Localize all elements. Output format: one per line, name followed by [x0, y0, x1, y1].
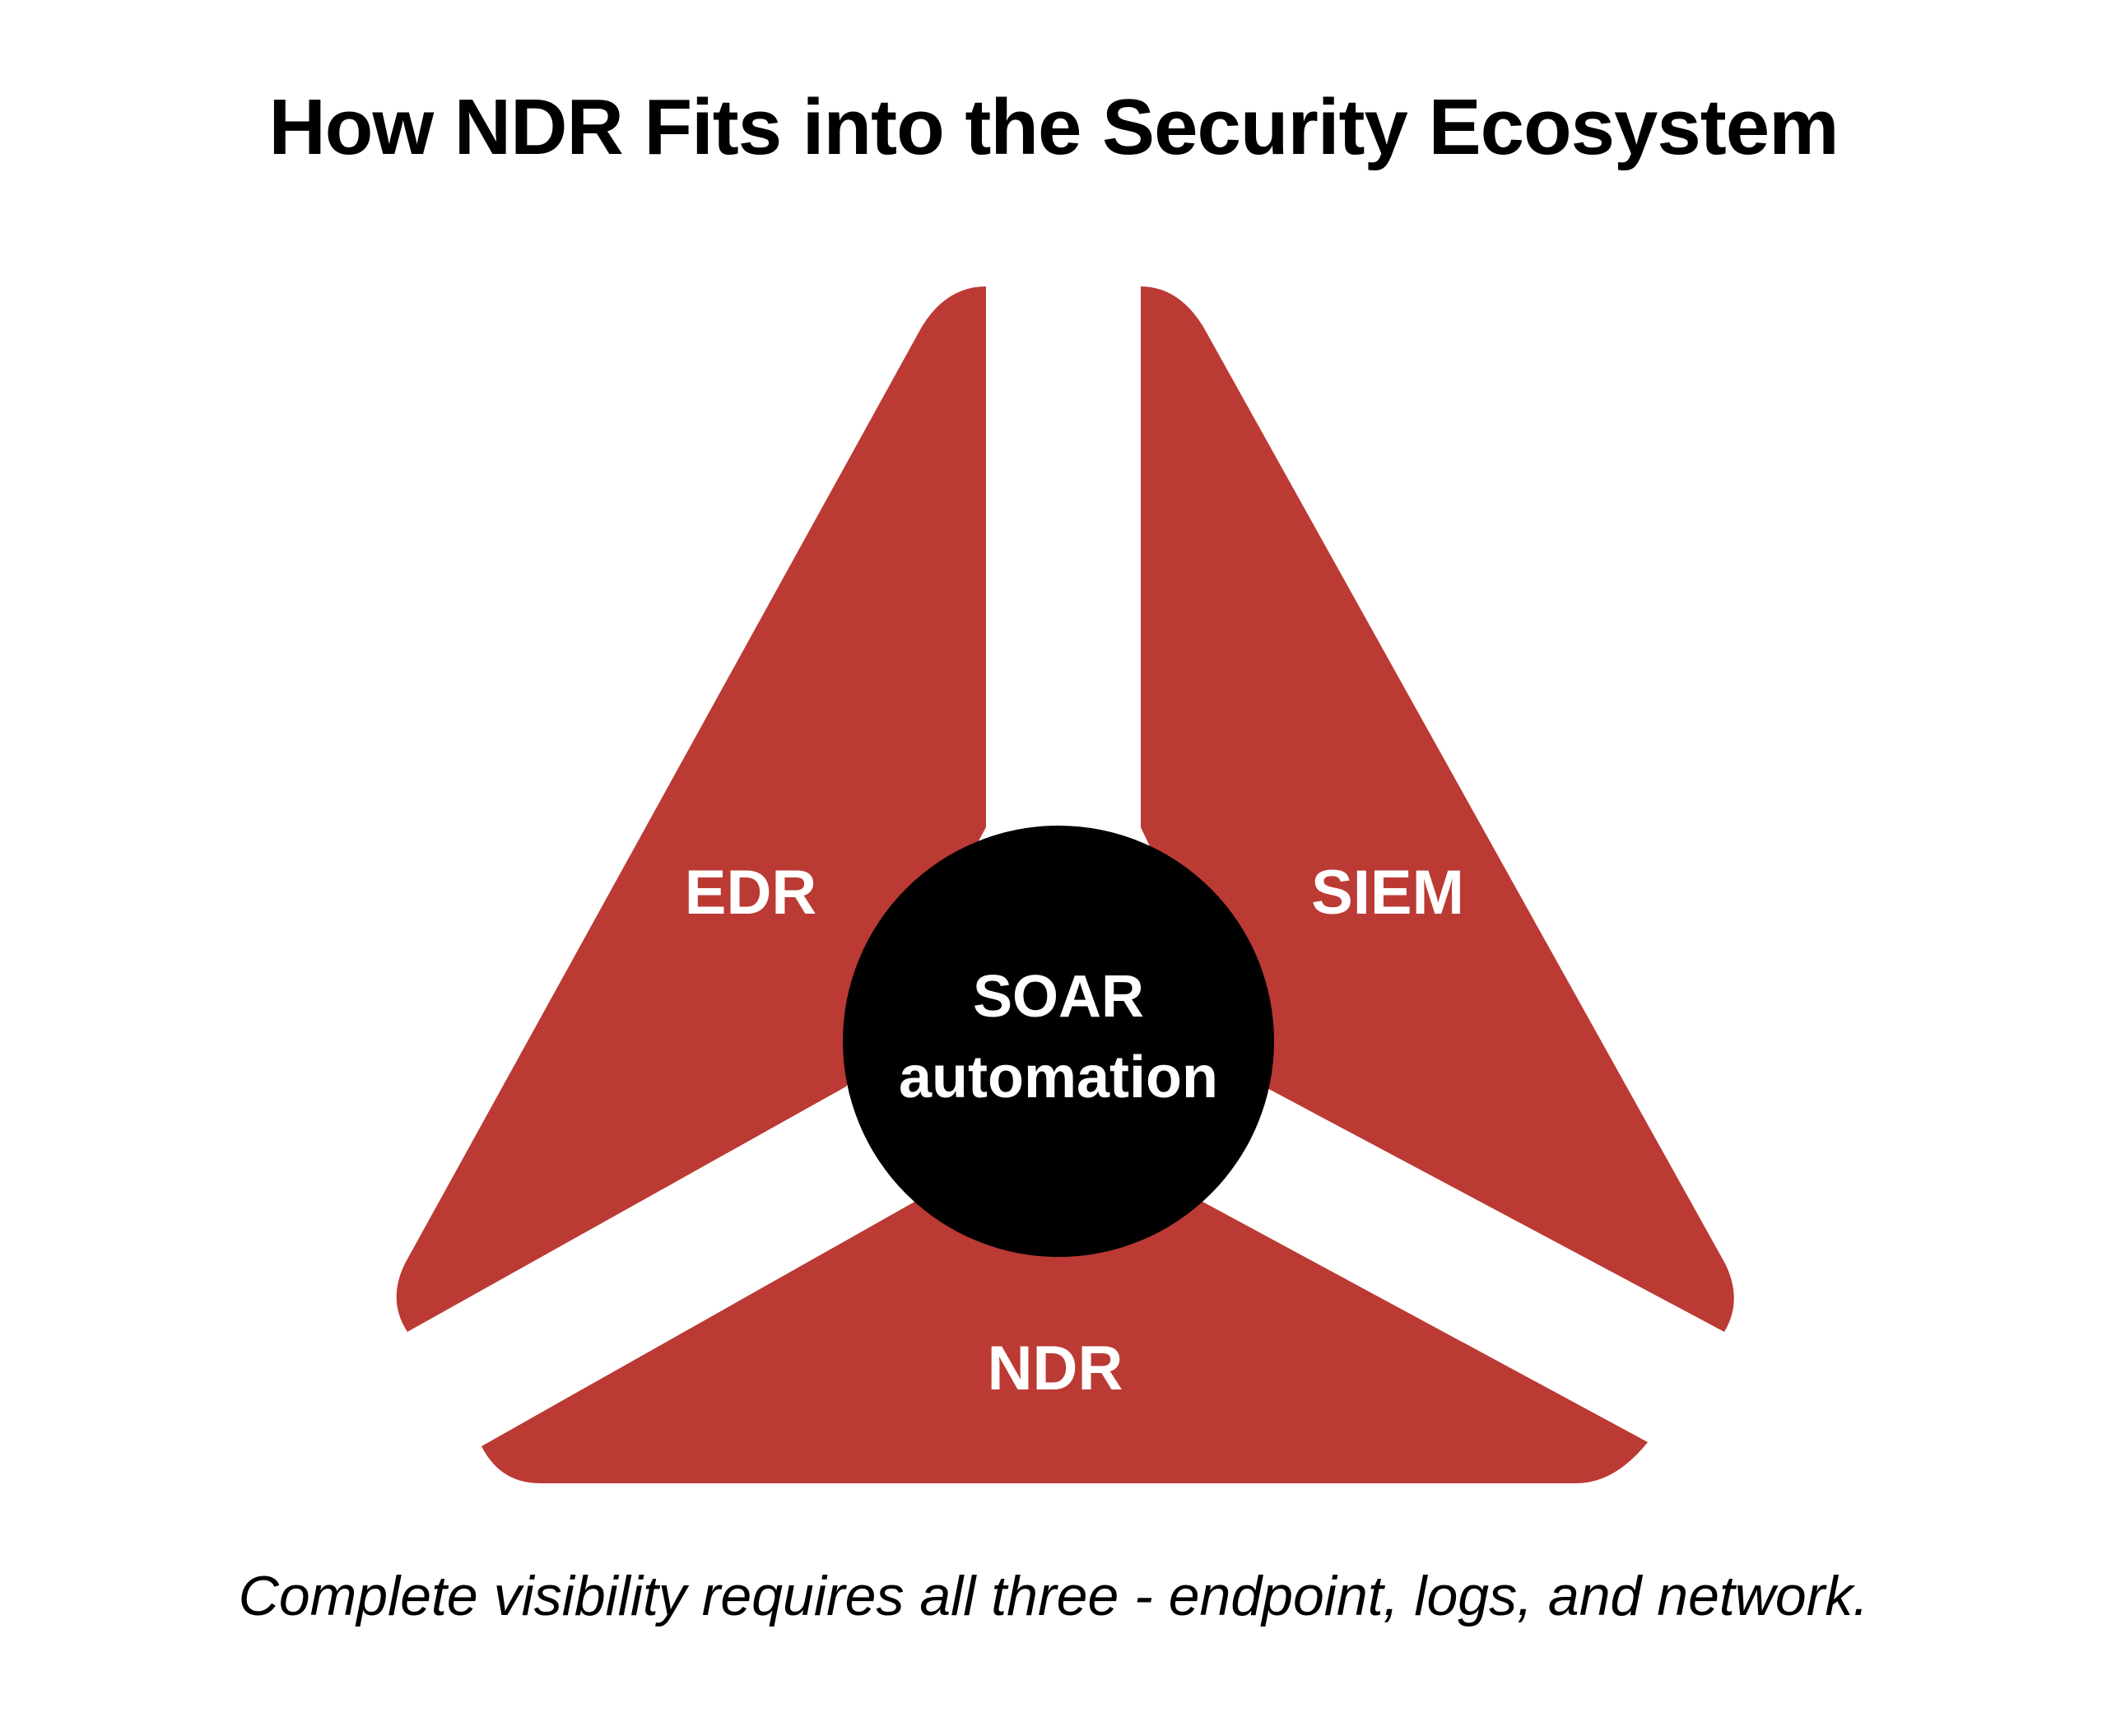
edr-segment: [396, 286, 986, 1332]
siem-segment: [1141, 286, 1734, 1332]
siem-label: SIEM: [1311, 858, 1464, 928]
soar-label: SOAR: [973, 964, 1144, 1030]
soar-center-circle: [843, 826, 1274, 1257]
ndr-segment: [481, 1154, 1648, 1483]
diagram-caption: Complete visibility requires all three -…: [238, 1565, 1869, 1627]
ndr-label: NDR: [988, 1333, 1123, 1403]
diagram-title: How NDR Fits into the Security Ecosystem: [268, 83, 1839, 171]
edr-label: EDR: [685, 858, 816, 928]
automation-label: automation: [899, 1045, 1218, 1110]
